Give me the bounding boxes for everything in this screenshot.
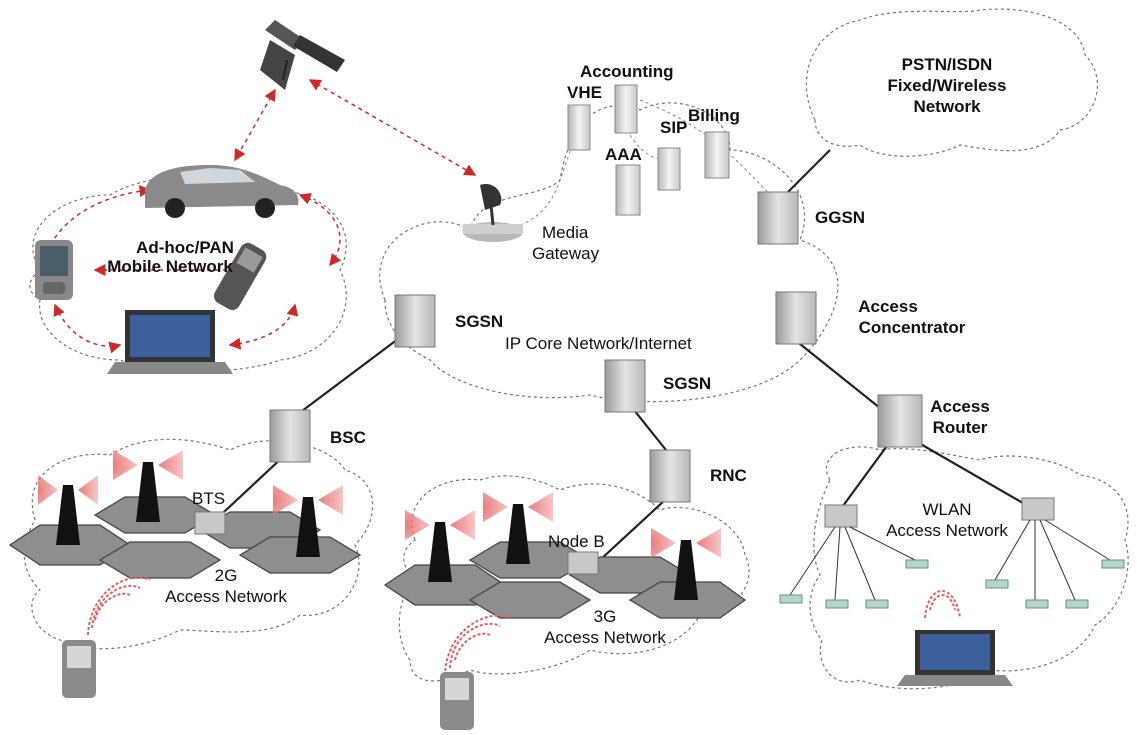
bsc-label: BSC	[330, 428, 366, 447]
server-ggsn-icon	[757, 191, 799, 245]
aaa-label: AAA	[605, 145, 642, 164]
car-icon	[145, 165, 299, 218]
server-accounting-icon	[614, 84, 638, 134]
handheld-2g-icon	[62, 640, 96, 698]
server-bsc-icon	[269, 409, 311, 463]
net-2g-label-1: 2G	[215, 566, 238, 585]
server-vhe-icon	[567, 104, 591, 151]
wireless-card-icon	[905, 559, 929, 569]
pstn-label-2: Fixed/Wireless	[888, 76, 1007, 95]
wireless-card-icon	[825, 599, 849, 609]
sgsn-center-label: SGSN	[663, 374, 711, 393]
handheld-3g-icon	[440, 672, 474, 730]
access-router-label-2: Router	[933, 418, 988, 437]
access-router-label-1: Access	[930, 397, 990, 416]
media-gateway-label-1: Media	[542, 223, 589, 242]
labels: Ad-hoc/PAN Mobile Network Media Gateway …	[107, 55, 1008, 647]
net-2g-label-2: Access Network	[165, 587, 287, 606]
tower-icon	[651, 528, 721, 600]
adhoc-label-1: Ad-hoc/PAN	[136, 238, 234, 257]
node-b-label: Node B	[548, 532, 605, 551]
ip-core-cloud	[379, 102, 839, 403]
vhe-label: VHE	[567, 83, 602, 102]
server-access-router-icon	[877, 394, 923, 448]
wlan-laptop-signal	[924, 590, 961, 619]
server-sip-icon	[657, 147, 681, 191]
ggsn-label: GGSN	[815, 208, 865, 227]
server-billing-icon	[704, 131, 730, 179]
access-point-icon	[824, 504, 858, 528]
sgsn-left-label: SGSN	[455, 312, 503, 331]
bts-label: BTS	[192, 489, 225, 508]
media-gateway-icon	[463, 184, 523, 242]
access-point-icon	[1021, 497, 1055, 521]
tower-icon	[38, 475, 98, 545]
wireless-card-icon	[1025, 599, 1049, 609]
wireless-card-icon	[865, 599, 889, 609]
server-sgsn-center-icon	[604, 359, 646, 413]
wlan-clients	[779, 559, 1125, 609]
wireless-links	[41, 79, 477, 354]
link-router-ap2	[904, 434, 1036, 511]
server-sgsn-left-icon	[394, 294, 436, 348]
media-gateway-label-2: Gateway	[532, 244, 600, 263]
mobile-phone-icon	[213, 242, 267, 310]
access-concentrator-label-1: Access	[858, 297, 918, 316]
link-sgsn-rnc	[629, 404, 671, 456]
signal-arcs	[87, 576, 511, 677]
wlan-cloud	[809, 446, 1129, 690]
adhoc-label-2: Mobile Network	[107, 257, 233, 276]
server-rnc-icon	[649, 449, 691, 503]
accounting-label: Accounting	[580, 62, 674, 81]
tower-icon	[483, 492, 553, 564]
wireless-card-icon	[779, 594, 803, 604]
wlan-label-2: Access Network	[886, 521, 1008, 540]
wireless-card-icon	[1065, 599, 1089, 609]
sip-label: SIP	[660, 118, 687, 137]
net-3g-label-1: 3G	[594, 607, 617, 626]
wireless-card-icon	[985, 579, 1009, 589]
wlan-access-points	[824, 497, 1055, 528]
satellite-icon	[260, 20, 345, 90]
rnc-label: RNC	[710, 466, 747, 485]
access-concentrator-label-2: Concentrator	[859, 318, 966, 337]
wireless-card-icon	[1101, 559, 1125, 569]
wlan-label-1: WLAN	[922, 500, 971, 519]
pstn-cloud	[805, 8, 1098, 157]
billing-label: Billing	[688, 106, 740, 125]
server-access-concentrator-icon	[775, 291, 817, 345]
wlan-client-links	[789, 519, 1111, 601]
pda-icon	[35, 240, 73, 300]
tower-icon	[273, 485, 343, 557]
tower-icon	[405, 510, 475, 582]
net-3g-label-2: Access Network	[544, 628, 666, 647]
bts-icon	[194, 511, 226, 535]
laptop-icon	[107, 310, 233, 374]
ip-core-label: IP Core Network/Internet	[505, 334, 692, 353]
tower-icon	[113, 450, 183, 522]
link-sgsn-bsc	[289, 329, 411, 421]
link-rnc-nodeb	[599, 499, 666, 561]
node-b-icon	[567, 551, 599, 575]
pstn-label-3: Network	[913, 97, 981, 116]
backbone-links	[209, 149, 1036, 561]
wlan-laptop-icon	[897, 630, 1013, 686]
net-2g-cloud	[23, 438, 374, 650]
tower-antennas	[38, 450, 721, 600]
pstn-label-1: PSTN/ISDN	[902, 55, 993, 74]
server-aaa-icon	[615, 164, 641, 216]
